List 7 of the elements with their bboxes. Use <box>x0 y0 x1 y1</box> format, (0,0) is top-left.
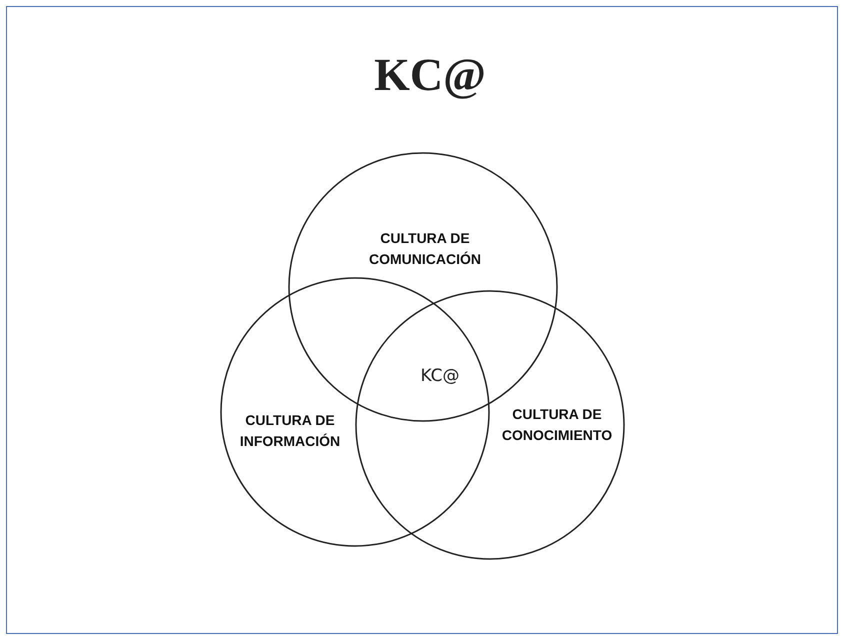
circle-label: CULTURA DE CONOCIMIENTO <box>500 405 614 445</box>
venn-circle <box>220 277 490 547</box>
circle-label: CULTURA DE COMUNICACIÓN <box>368 229 482 269</box>
venn-circle <box>355 290 625 560</box>
intersection-label: KC@ <box>419 366 461 386</box>
diagram-title: KC@ <box>373 48 487 101</box>
circle-label: CULTURA DE INFORMACIÓN <box>238 411 342 451</box>
